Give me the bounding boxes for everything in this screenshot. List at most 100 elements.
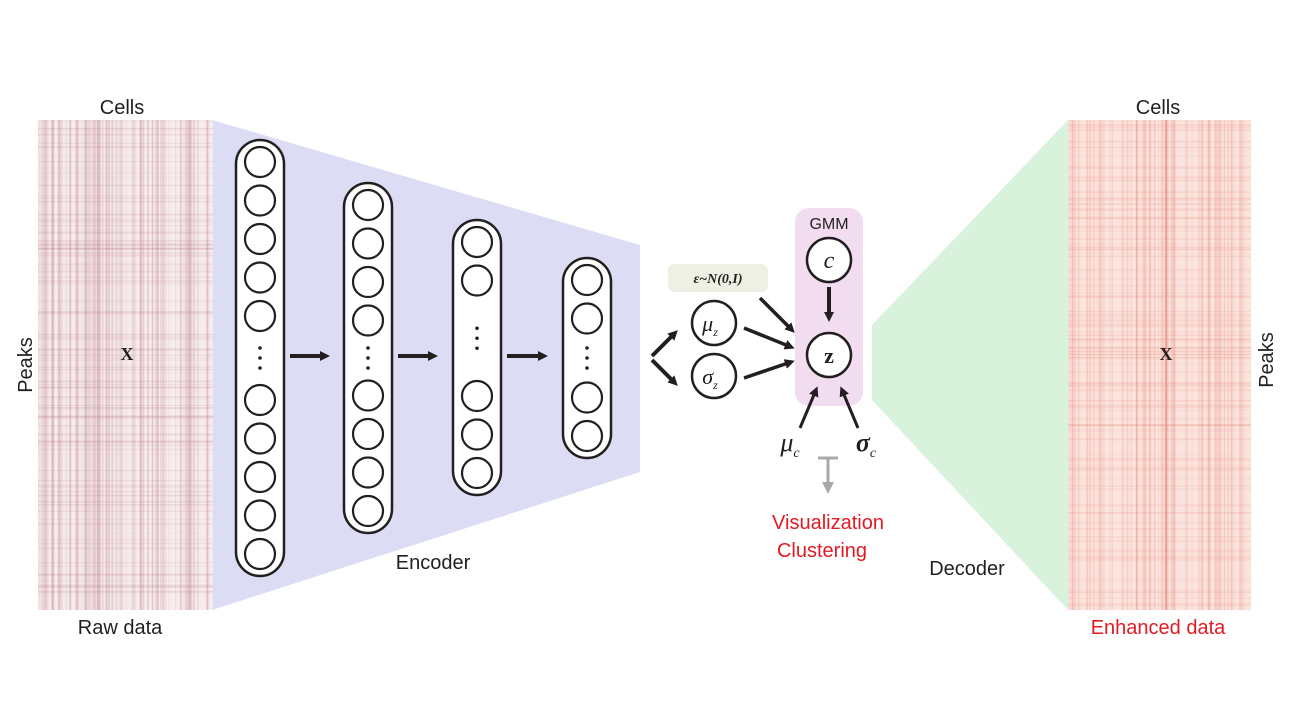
neuron-node: [570, 302, 604, 335]
encoder-layer-1: [234, 138, 286, 578]
matrix-row-stripe: [38, 248, 213, 251]
matrix-column-stripe: [85, 120, 87, 610]
arrow-mu-z-to-z: [743, 326, 795, 350]
matrix-column-stripe: [1135, 120, 1138, 610]
matrix-column-stripe: [1198, 120, 1200, 610]
encoder-layer-2: [342, 181, 394, 535]
matrix-row-stripe: [1068, 417, 1251, 420]
neuron-node: [243, 261, 277, 294]
matrix-row-stripe: [38, 486, 213, 488]
matrix-row-stripe: [1068, 548, 1251, 551]
matrix-column-stripe: [69, 120, 71, 610]
matrix-column-stripe: [189, 120, 191, 610]
matrix-column-stripe: [110, 120, 112, 610]
matrix-row-stripe: [1068, 597, 1251, 599]
matrix-column-stripe: [1167, 120, 1169, 610]
matrix-row-stripe: [1068, 124, 1251, 127]
matrix-row-stripe: [38, 311, 213, 313]
matrix-row-stripe: [38, 271, 213, 273]
matrix-row-stripe: [1068, 176, 1251, 179]
matrix-column-stripe: [1122, 120, 1124, 610]
matrix-row-stripe: [38, 380, 213, 383]
neuron-node: [570, 381, 604, 414]
matrix-row-stripe: [38, 184, 213, 186]
matrix-row-stripe: [38, 542, 213, 545]
matrix-row-stripe: [1068, 269, 1251, 271]
matrix-row-stripe: [38, 404, 213, 406]
matrix-row-stripe: [1068, 389, 1251, 392]
matrix-row-stripe: [1068, 197, 1251, 200]
matrix-row-stripe: [38, 574, 213, 577]
matrix-column-stripe: [1206, 120, 1209, 610]
matrix-row-stripe: [38, 221, 213, 223]
matrix-row-stripe: [38, 146, 213, 148]
matrix-column-stripe: [42, 120, 45, 610]
matrix-row-stripe: [1068, 485, 1251, 487]
matrix-column-stripe: [97, 120, 100, 610]
matrix-row-stripe: [1068, 424, 1251, 427]
matrix-row-stripe: [1068, 203, 1251, 206]
matrix-row-stripe: [1068, 505, 1251, 507]
matrix-row-stripe: [1068, 331, 1251, 333]
matrix-row-stripe: [1068, 129, 1251, 132]
matrix-row-stripe: [1068, 180, 1251, 182]
mu-z-symbol: μ: [701, 311, 713, 336]
matrix-column-stripe: [83, 120, 87, 610]
matrix-column-stripe: [60, 120, 62, 610]
matrix-row-stripe: [1068, 589, 1251, 591]
neuron-node: [243, 537, 277, 571]
neuron-node: [570, 419, 604, 453]
matrix-row-stripe: [38, 128, 213, 129]
matrix-row-stripe: [1068, 338, 1251, 341]
matrix-column-stripe: [1101, 120, 1104, 610]
matrix-row-stripe: [38, 314, 213, 316]
matrix-row-stripe: [1068, 478, 1251, 481]
matrix-row-stripe: [38, 398, 213, 400]
arrow-mu-c-to-z: [798, 386, 819, 429]
enhanced-data-matrix: [1068, 120, 1251, 610]
matrix-column-stripe: [1136, 120, 1139, 610]
matrix-row-stripe: [1068, 253, 1251, 256]
matrix-row-stripe: [1068, 428, 1251, 431]
matrix-row-stripe: [38, 348, 213, 350]
matrix-row-stripe: [38, 232, 213, 234]
matrix-column-stripe: [151, 120, 154, 610]
enhanced-matrix-symbol: X: [1160, 344, 1173, 364]
matrix-row-stripe: [1068, 248, 1251, 251]
matrix-column-stripe: [187, 120, 190, 610]
matrix-row-stripe: [38, 580, 213, 582]
matrix-row-stripe: [1068, 248, 1251, 251]
matrix-column-stripe: [108, 120, 110, 610]
matrix-row-stripe: [38, 213, 213, 216]
sigma-c-label: σc: [856, 428, 877, 461]
matrix-column-stripe: [182, 120, 185, 610]
matrix-row-stripe: [38, 167, 213, 169]
encoder-label: Encoder: [396, 552, 471, 574]
noise-epsilon-label: ε~N(0,I): [693, 272, 742, 287]
matrix-column-stripe: [1172, 120, 1175, 610]
matrix-column-stripe: [98, 120, 101, 610]
matrix-column-stripe: [191, 120, 195, 610]
matrix-row-stripe: [38, 425, 213, 427]
matrix-column-stripe: [180, 120, 183, 610]
matrix-row-stripe: [1068, 438, 1251, 441]
matrix-row-stripe: [38, 406, 213, 409]
matrix-column-stripe: [1227, 120, 1230, 610]
matrix-row-stripe: [38, 440, 213, 443]
matrix-column-stripe: [1223, 120, 1226, 610]
output-visualization: Visualization: [772, 512, 884, 534]
matrix-column-stripe: [87, 120, 91, 610]
matrix-column-stripe: [1223, 120, 1226, 610]
matrix-column-stripe: [65, 120, 67, 610]
matrix-row-stripe: [38, 337, 213, 340]
arrow-noise-to-z: [758, 296, 795, 333]
matrix-column-stripe: [184, 120, 187, 610]
ellipsis-dot: [366, 356, 370, 360]
matrix-row-stripe: [38, 383, 213, 385]
sigma-c-subscript: c: [870, 446, 877, 461]
matrix-row-stripe: [38, 538, 213, 541]
arrow-to-mu-z: [650, 330, 678, 358]
neuron-node: [460, 418, 494, 451]
matrix-column-stripe: [1149, 120, 1151, 610]
matrix-row-stripe: [1068, 295, 1251, 297]
